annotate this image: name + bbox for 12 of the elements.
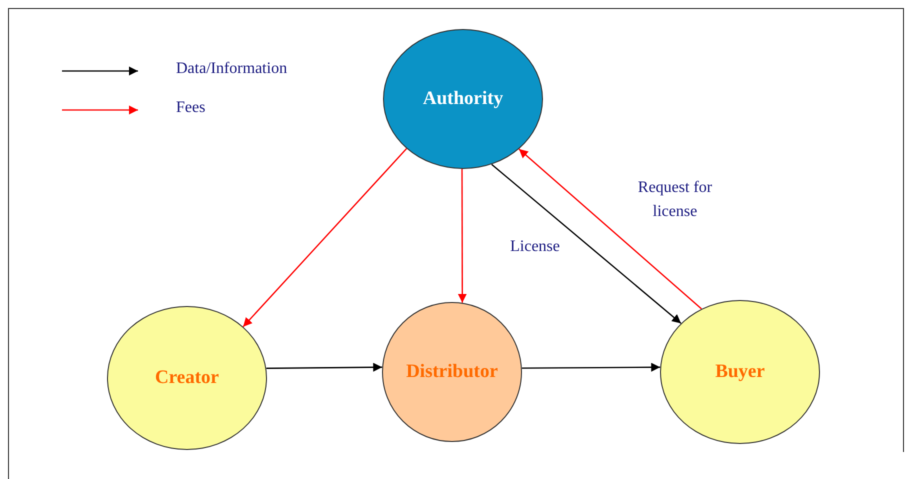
arrow bbox=[518, 148, 702, 310]
arrow bbox=[491, 164, 682, 324]
arrow bbox=[458, 169, 467, 303]
arrow bbox=[242, 148, 408, 328]
legend-label: Fees bbox=[176, 99, 206, 117]
legend-label: Data/Information bbox=[176, 60, 288, 78]
node-label: Authority bbox=[422, 88, 504, 110]
arrow bbox=[266, 362, 382, 372]
node-label: Creator bbox=[154, 367, 219, 389]
arrow bbox=[522, 362, 660, 372]
node-label: Buyer bbox=[715, 361, 765, 383]
node-label: Distributor bbox=[406, 361, 498, 383]
